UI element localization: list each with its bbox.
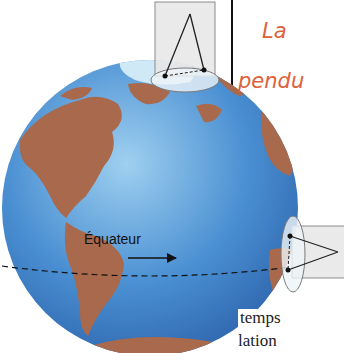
body-text-fragment: temps <box>238 309 283 328</box>
heading-fragment: pendu <box>238 70 304 93</box>
equator-pendulum <box>281 216 344 292</box>
globe <box>2 60 298 353</box>
body-text-fragment: lation <box>236 332 279 351</box>
continents <box>20 57 300 353</box>
equator-label: Équateur <box>84 232 141 247</box>
pole-pendulum <box>151 2 219 92</box>
rotation-arrow <box>128 257 176 259</box>
equator-line <box>2 266 298 276</box>
heading-fragment: La <box>262 20 287 43</box>
